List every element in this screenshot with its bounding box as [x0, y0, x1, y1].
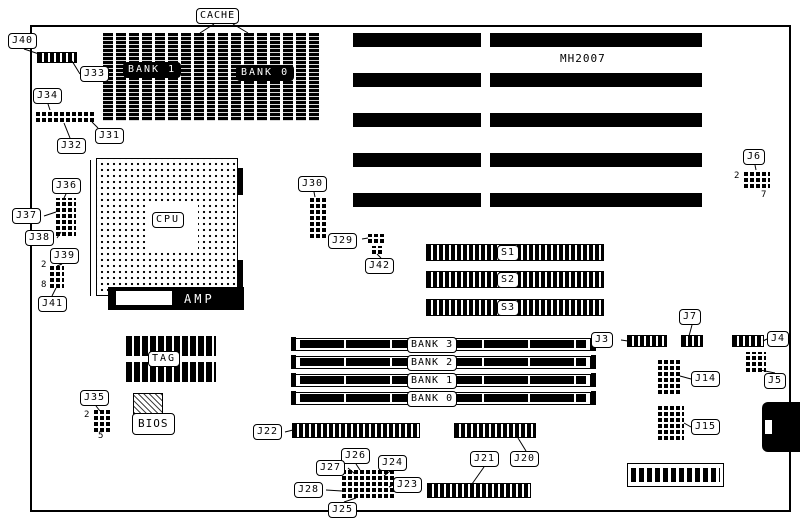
- cpu-socket-tab-bottom: [237, 260, 243, 287]
- label-j26: J26: [341, 448, 371, 464]
- label-j42: J42: [365, 258, 395, 274]
- cache-label: CACHE: [196, 8, 240, 24]
- tag-label: TAG: [148, 351, 181, 367]
- simm-bank2-latch-left: [291, 355, 296, 369]
- j35-pin5-number: 5: [98, 431, 104, 441]
- connector-j36-j37-j38: [56, 198, 76, 236]
- connector-j34: [36, 110, 96, 122]
- j6-pin2-number: 2: [734, 171, 740, 181]
- label-j29: J29: [328, 233, 358, 249]
- j39-pin8-number: 8: [41, 280, 47, 290]
- label-j3: J3: [591, 332, 614, 348]
- label-j37: J37: [12, 208, 42, 224]
- label-j33: J33: [80, 66, 110, 82]
- label-j28: J28: [294, 482, 324, 498]
- label-j20: J20: [510, 451, 540, 467]
- connector-j23-j24-j25-j26-j27-j28: [342, 470, 396, 498]
- isa-slot-4-left: [353, 153, 481, 167]
- label-j38: J38: [25, 230, 55, 246]
- cpu-socket-left-line: [90, 160, 91, 296]
- isa-slot-5-right: [490, 193, 702, 207]
- label-j7: J7: [679, 309, 702, 325]
- simm-bank2-label: BANK 2: [407, 355, 458, 371]
- simm-bank0-label: BANK 0: [407, 391, 458, 407]
- isa-slot-4-right: [490, 153, 702, 167]
- simm-bank1-label: BANK 1: [407, 373, 458, 389]
- label-j22: J22: [253, 424, 283, 440]
- connector-j30: [310, 196, 326, 238]
- connector-j21: [427, 483, 531, 498]
- cpu-socket-tab-top: [237, 168, 243, 195]
- simm-bank2-latch-right: [591, 355, 596, 369]
- label-j27: J27: [316, 460, 346, 476]
- bios-label: BIOS: [132, 413, 175, 435]
- connector-j29: [368, 234, 386, 243]
- connector-j15: [658, 406, 684, 440]
- simm-bank1-latch-left: [291, 373, 296, 387]
- simm-bank3-latch-left: [291, 337, 296, 351]
- amp-label: AMP: [184, 292, 215, 306]
- connector-j7: [681, 335, 703, 347]
- label-j25: J25: [328, 502, 358, 518]
- label-j32: J32: [57, 138, 87, 154]
- cache-bank1-label: BANK 1: [123, 62, 182, 78]
- isa-slot-5-left: [353, 193, 481, 207]
- simm-bank0-latch-left: [291, 391, 296, 405]
- connector-j40: [37, 52, 77, 63]
- label-j23: J23: [393, 477, 423, 493]
- cache-bank0-label: BANK 0: [236, 65, 295, 81]
- label-j40: J40: [8, 33, 38, 49]
- power-connector-pins: [631, 468, 720, 482]
- connector-j42: [372, 246, 384, 254]
- keyboard-connector-notch: [765, 420, 772, 434]
- label-j39: J39: [50, 248, 80, 264]
- cpu-label: CPU: [152, 212, 185, 228]
- label-j5: J5: [764, 373, 787, 389]
- simm-bank1-latch-right: [591, 373, 596, 387]
- connector-j20: [454, 423, 536, 438]
- connector-j5: [746, 352, 766, 372]
- label-j4: J4: [767, 331, 790, 347]
- connector-j35: [94, 410, 112, 432]
- isa-slot-1-left: [353, 33, 481, 47]
- label-j14: J14: [691, 371, 721, 387]
- board-model-text: MH2007: [560, 52, 606, 65]
- connector-j6: [744, 170, 770, 188]
- label-j34: J34: [33, 88, 63, 104]
- label-j35: J35: [80, 390, 110, 406]
- isa-slot-3-right: [490, 113, 702, 127]
- label-j21: J21: [470, 451, 500, 467]
- s2-label: S2: [497, 272, 520, 288]
- isa-slot-1-right: [490, 33, 702, 47]
- bios-chip: [133, 393, 163, 414]
- label-j41: J41: [38, 296, 68, 312]
- label-j6: J6: [743, 149, 766, 165]
- s3-label: S3: [497, 300, 520, 316]
- connector-j22: [292, 423, 420, 438]
- power-connector: [627, 463, 724, 487]
- label-j24: J24: [378, 455, 408, 471]
- connector-j3: [627, 335, 667, 347]
- label-j30: J30: [298, 176, 328, 192]
- j35-pin2-number: 2: [84, 410, 90, 420]
- connector-j39: [50, 264, 64, 288]
- connector-j14: [658, 358, 680, 394]
- label-j31: J31: [95, 128, 125, 144]
- simm-bank0-latch-right: [591, 391, 596, 405]
- j39-pin2-number: 2: [41, 260, 47, 270]
- isa-slot-2-left: [353, 73, 481, 87]
- amp-window: [116, 291, 172, 305]
- simm-bank3-label: BANK 3: [407, 337, 458, 353]
- label-j15: J15: [691, 419, 721, 435]
- isa-slot-3-left: [353, 113, 481, 127]
- label-j36: J36: [52, 178, 82, 194]
- j6-pin7-number: 7: [761, 190, 767, 200]
- connector-j4: [732, 335, 764, 347]
- s1-label: S1: [497, 245, 520, 261]
- isa-slot-2-right: [490, 73, 702, 87]
